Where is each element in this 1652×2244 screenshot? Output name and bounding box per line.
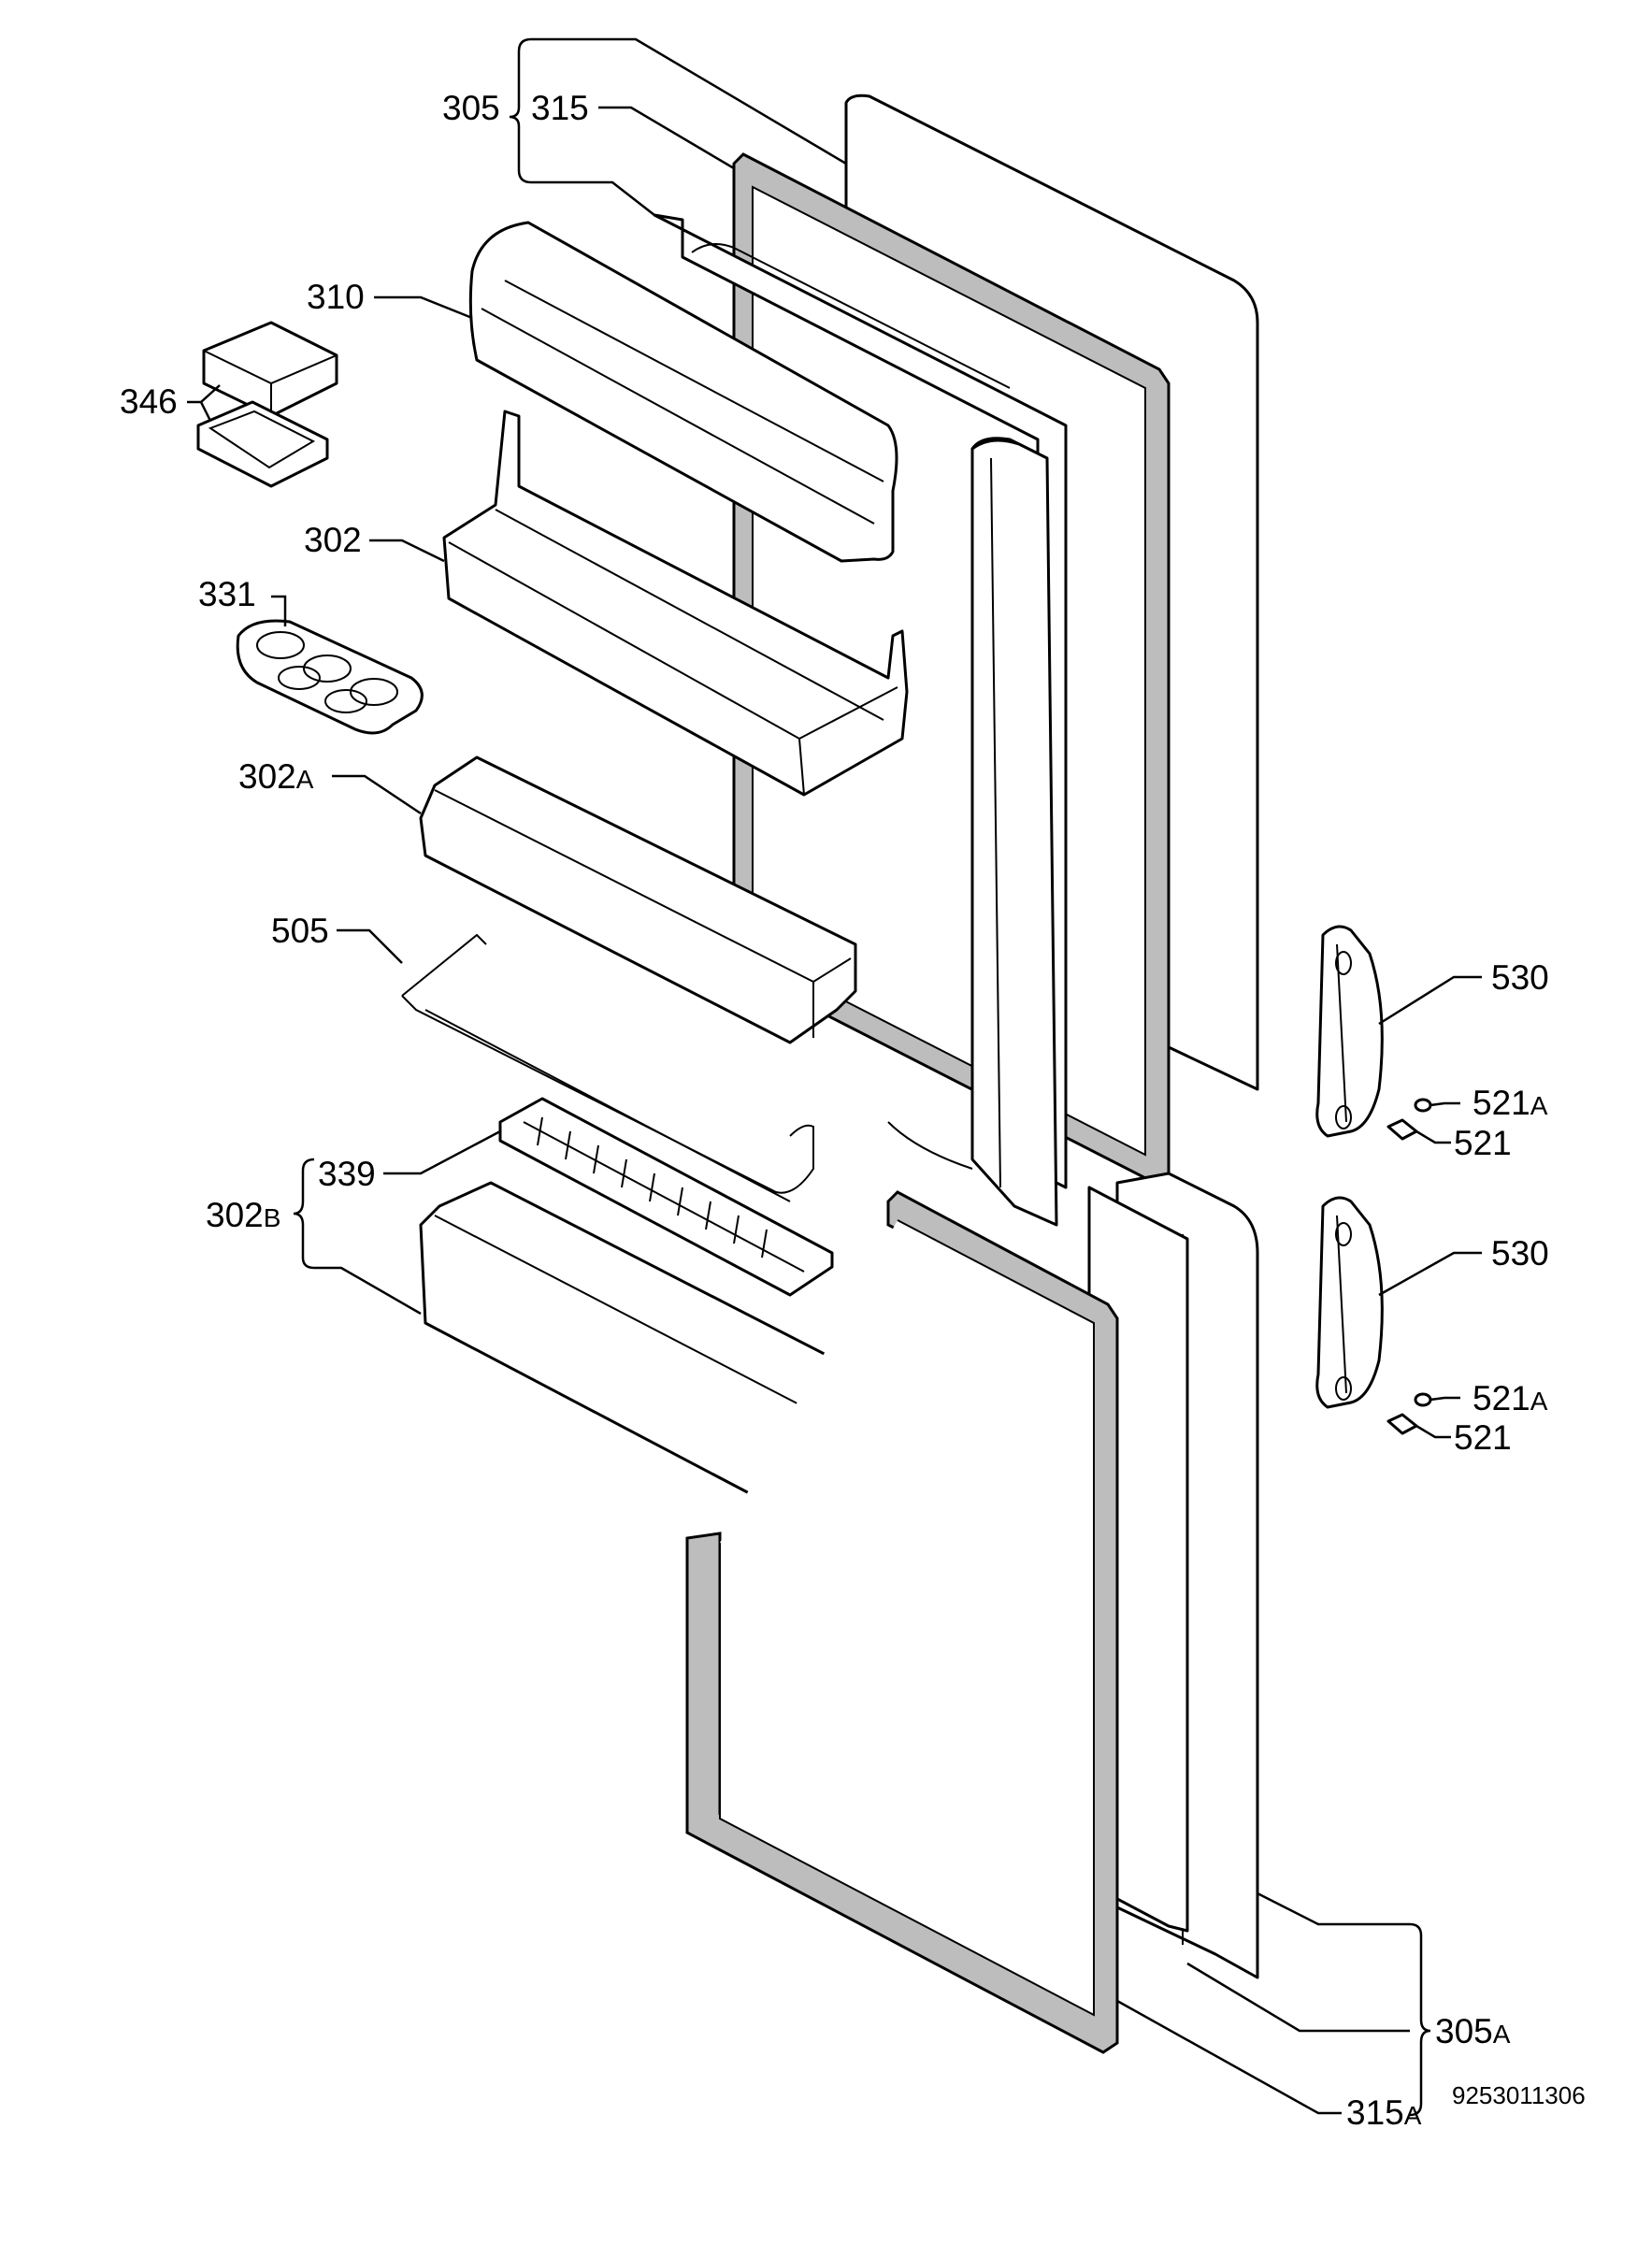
lower-door-handle bbox=[1315, 1196, 1384, 1409]
upper-door-shelf bbox=[442, 410, 909, 797]
label-315a-suffix: A bbox=[1404, 2101, 1422, 2130]
label-331: 331 bbox=[198, 575, 256, 613]
label-302b-number: 302 bbox=[206, 1196, 264, 1234]
label-302a: 302A bbox=[238, 757, 314, 796]
butter-box bbox=[196, 321, 338, 488]
upper-inner-liner bbox=[653, 213, 1068, 1227]
label-346: 346 bbox=[120, 382, 178, 421]
label-315: 315 bbox=[531, 89, 589, 127]
label-302b: 302B bbox=[206, 1196, 280, 1234]
document-number: 9253011306 bbox=[1452, 2081, 1586, 2109]
label-305a: 305A bbox=[1435, 2012, 1511, 2050]
label-302b-suffix: B bbox=[264, 1203, 281, 1232]
leader-lines bbox=[187, 37, 1482, 2117]
label-530-upper: 530 bbox=[1491, 958, 1549, 997]
label-302a-number: 302 bbox=[238, 757, 296, 796]
label-521a-upper-number: 521 bbox=[1472, 1084, 1530, 1122]
lower-door-gasket bbox=[685, 1190, 1119, 2054]
label-521-lower: 521 bbox=[1454, 1418, 1512, 1457]
label-315a: 315A bbox=[1346, 2093, 1422, 2132]
label-521a-upper: 521A bbox=[1472, 1084, 1548, 1122]
part-labels: 305 315 310 346 302 331 302A 505 339 302… bbox=[120, 89, 1586, 2132]
label-315a-number: 315 bbox=[1346, 2093, 1404, 2132]
bottle-retainer-bar bbox=[401, 933, 814, 1202]
label-305: 305 bbox=[442, 89, 500, 127]
upper-door-handle bbox=[1315, 925, 1384, 1138]
label-521a-lower: 521A bbox=[1472, 1379, 1548, 1417]
label-505: 505 bbox=[271, 912, 329, 950]
dairy-compartment-cover bbox=[468, 221, 898, 563]
label-305a-suffix: A bbox=[1493, 2020, 1511, 2049]
lower-handle-screw bbox=[1386, 1392, 1432, 1435]
upper-handle-screw bbox=[1386, 1098, 1432, 1141]
label-521a-upper-suffix: A bbox=[1530, 1091, 1548, 1120]
label-339: 339 bbox=[318, 1155, 376, 1193]
egg-tray bbox=[236, 619, 424, 735]
label-302a-suffix: A bbox=[296, 765, 314, 794]
label-521a-lower-number: 521 bbox=[1472, 1379, 1530, 1417]
label-302: 302 bbox=[304, 521, 362, 559]
label-305a-number: 305 bbox=[1435, 2012, 1493, 2050]
label-310: 310 bbox=[307, 278, 365, 316]
label-521-upper: 521 bbox=[1454, 1124, 1512, 1162]
label-530-lower: 530 bbox=[1491, 1234, 1549, 1273]
bottle-divider bbox=[498, 1097, 834, 1297]
middle-door-shelf bbox=[419, 755, 857, 1044]
label-521a-lower-suffix: A bbox=[1530, 1387, 1548, 1416]
